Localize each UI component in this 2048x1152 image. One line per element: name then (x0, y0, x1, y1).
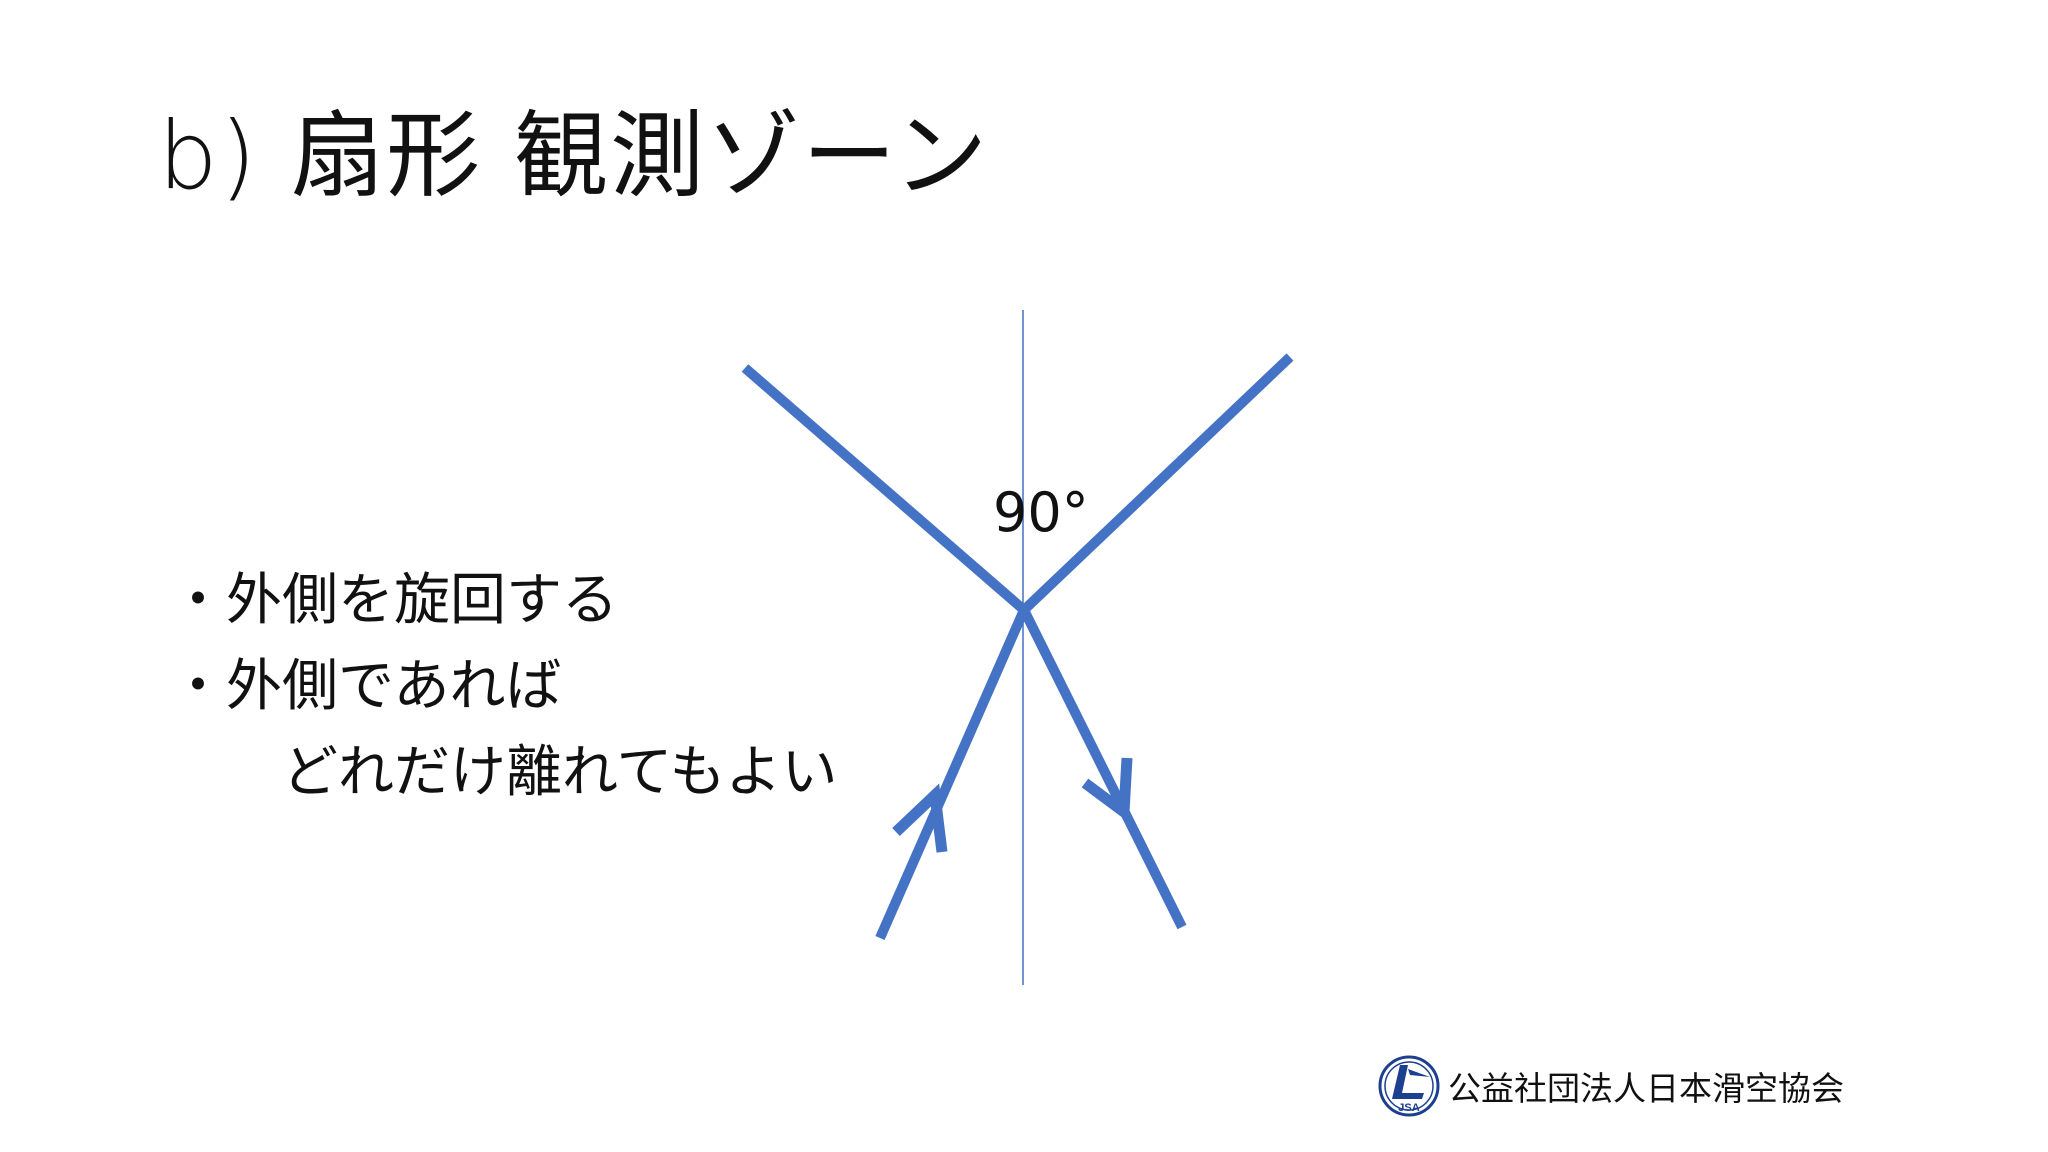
logo-text: JSA (1398, 1102, 1419, 1114)
sector-right-boundary (1020, 353, 1294, 614)
outgoing-track-line (1019, 607, 1187, 930)
slide-title: b) 扇形 観測ゾーン (158, 102, 990, 211)
sector-left-boundary (741, 364, 1028, 614)
jsa-logo-icon: JSA (1378, 1055, 1440, 1117)
bullet-item-if-outside: ・外側であれば (170, 654, 562, 719)
bullet-item-any-distance: どれだけ離れてもよい (282, 740, 838, 805)
bullet-list: ・外側を旋回する ・外側であれば どれだけ離れてもよい (170, 558, 838, 816)
incoming-arrowhead (892, 783, 948, 853)
outgoing-arrowhead (1081, 757, 1133, 823)
incoming-track-line (875, 607, 1029, 941)
bullet-item-turn-outside: ・外側を旋回する (170, 568, 618, 633)
footer-branding: JSA 公益社団法人日本滑空協会 (1378, 1055, 1844, 1117)
organization-name: 公益社団法人日本滑空協会 (1448, 1069, 1844, 1108)
angle-label: 90° (993, 481, 1089, 544)
